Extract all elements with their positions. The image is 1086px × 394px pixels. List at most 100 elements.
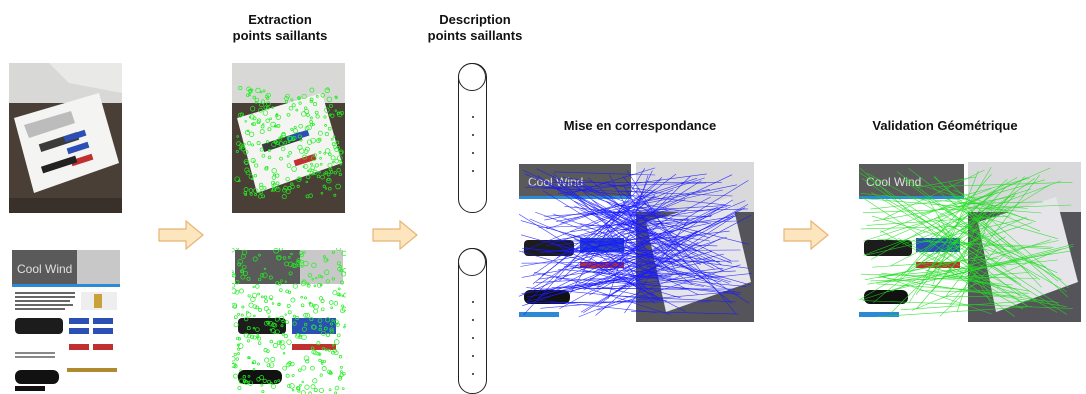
match-line: [531, 180, 702, 290]
keypoint-marker: [265, 140, 269, 144]
match-line: [626, 170, 687, 264]
keypoint-marker: [274, 316, 280, 322]
keypoint-marker: [239, 288, 244, 294]
keypoint-marker: [320, 362, 324, 365]
match-line: [861, 196, 1028, 306]
keypoint-marker: [310, 162, 313, 166]
keypoint-marker: [256, 141, 261, 145]
keypoint-marker: [243, 159, 249, 165]
keypoint-marker: [312, 378, 318, 384]
keypoint-marker: [291, 263, 297, 268]
match-line: [547, 215, 712, 242]
keypoint-marker: [257, 341, 262, 345]
keypoint-marker: [299, 138, 303, 142]
keypoint-marker: [251, 292, 258, 299]
match-line: [883, 169, 985, 220]
match-line: [876, 283, 992, 292]
match-line: [859, 167, 979, 275]
keypoint-marker: [338, 172, 342, 176]
keypoint-marker: [246, 93, 250, 98]
keypoint-marker: [269, 328, 272, 331]
match-line: [908, 168, 1019, 254]
keypoint-marker: [324, 187, 328, 190]
keypoint-marker: [265, 118, 270, 123]
keypoint-marker: [244, 193, 248, 197]
match-line: [873, 200, 996, 303]
keypoint-marker: [252, 160, 255, 163]
keypoint-marker: [240, 313, 244, 317]
keypoint-marker: [261, 390, 265, 394]
keypoint-marker: [332, 344, 335, 347]
keypoint-marker: [262, 110, 269, 116]
keypoint-marker: [296, 184, 300, 188]
keypoint-marker: [237, 262, 242, 267]
match-line: [558, 202, 646, 282]
match-line: [883, 167, 1051, 241]
keypoint-marker: [296, 176, 302, 182]
keypoint-marker: [290, 297, 296, 303]
match-line: [582, 270, 747, 287]
keypoint-marker: [339, 365, 343, 369]
keypoint-marker: [264, 357, 270, 363]
keypoint-marker: [252, 122, 256, 127]
keypoint-marker: [273, 380, 278, 384]
match-line: [956, 209, 993, 313]
keypoint-marker: [270, 382, 273, 385]
match-line: [960, 205, 1059, 282]
match-line: [535, 211, 730, 284]
keypoint-marker: [286, 112, 291, 117]
keypoint-marker: [291, 166, 297, 172]
keypoint-marker: [273, 248, 279, 254]
keypoint-marker: [319, 373, 323, 377]
keypoint-marker: [334, 158, 339, 164]
keypoint-marker: [275, 329, 280, 335]
keypoint-marker: [237, 347, 241, 351]
keypoint-marker: [333, 301, 339, 306]
descriptor-dot: [472, 116, 474, 118]
keypoint-marker: [328, 300, 334, 305]
keypoint-marker: [310, 324, 317, 330]
matching-label: Mise en correspondance: [563, 118, 717, 133]
keypoint-marker: [290, 127, 294, 131]
keypoint-marker: [295, 315, 300, 321]
keypoint-marker: [262, 89, 266, 93]
keypoint-marker: [317, 318, 323, 323]
keypoint-marker: [286, 154, 290, 158]
keypoint-marker: [270, 189, 274, 192]
keypoint-marker: [233, 322, 239, 328]
keypoint-marker: [249, 114, 255, 120]
description-label-line1: Description: [439, 12, 511, 27]
keypoint-marker: [257, 362, 261, 366]
keypoint-marker: [290, 182, 294, 186]
keypoint-marker: [277, 281, 282, 286]
keypoint-marker: [261, 153, 266, 158]
extraction-label: Extraction points saillants: [215, 12, 345, 44]
keypoint-marker: [249, 334, 255, 339]
match-line: [544, 189, 711, 221]
keypoint-marker: [332, 290, 338, 296]
keypoint-marker: [260, 383, 264, 387]
match-line: [589, 213, 738, 296]
keypoint-marker: [271, 302, 275, 305]
keypoint-marker: [232, 356, 236, 362]
match-line: [518, 213, 656, 299]
keypoint-marker: [302, 165, 305, 168]
keypoint-marker: [310, 384, 316, 390]
keypoint-marker: [283, 140, 288, 145]
keypoint-marker: [250, 88, 254, 92]
arrow-1-icon: [158, 220, 204, 250]
keypoint-marker: [283, 334, 288, 339]
keypoint-marker: [259, 273, 265, 278]
keypoint-marker: [235, 280, 240, 285]
match-line: [590, 208, 749, 214]
match-line: [557, 173, 707, 194]
keypoint-marker: [296, 333, 300, 337]
keypoint-marker: [305, 180, 308, 184]
keypoint-marker: [240, 269, 244, 274]
keypoint-marker: [312, 172, 316, 175]
keypoint-marker: [287, 256, 291, 259]
keypoint-marker: [326, 96, 332, 102]
keypoint-marker: [248, 88, 253, 93]
keypoint-marker: [268, 362, 275, 368]
keypoint-marker: [285, 289, 290, 294]
